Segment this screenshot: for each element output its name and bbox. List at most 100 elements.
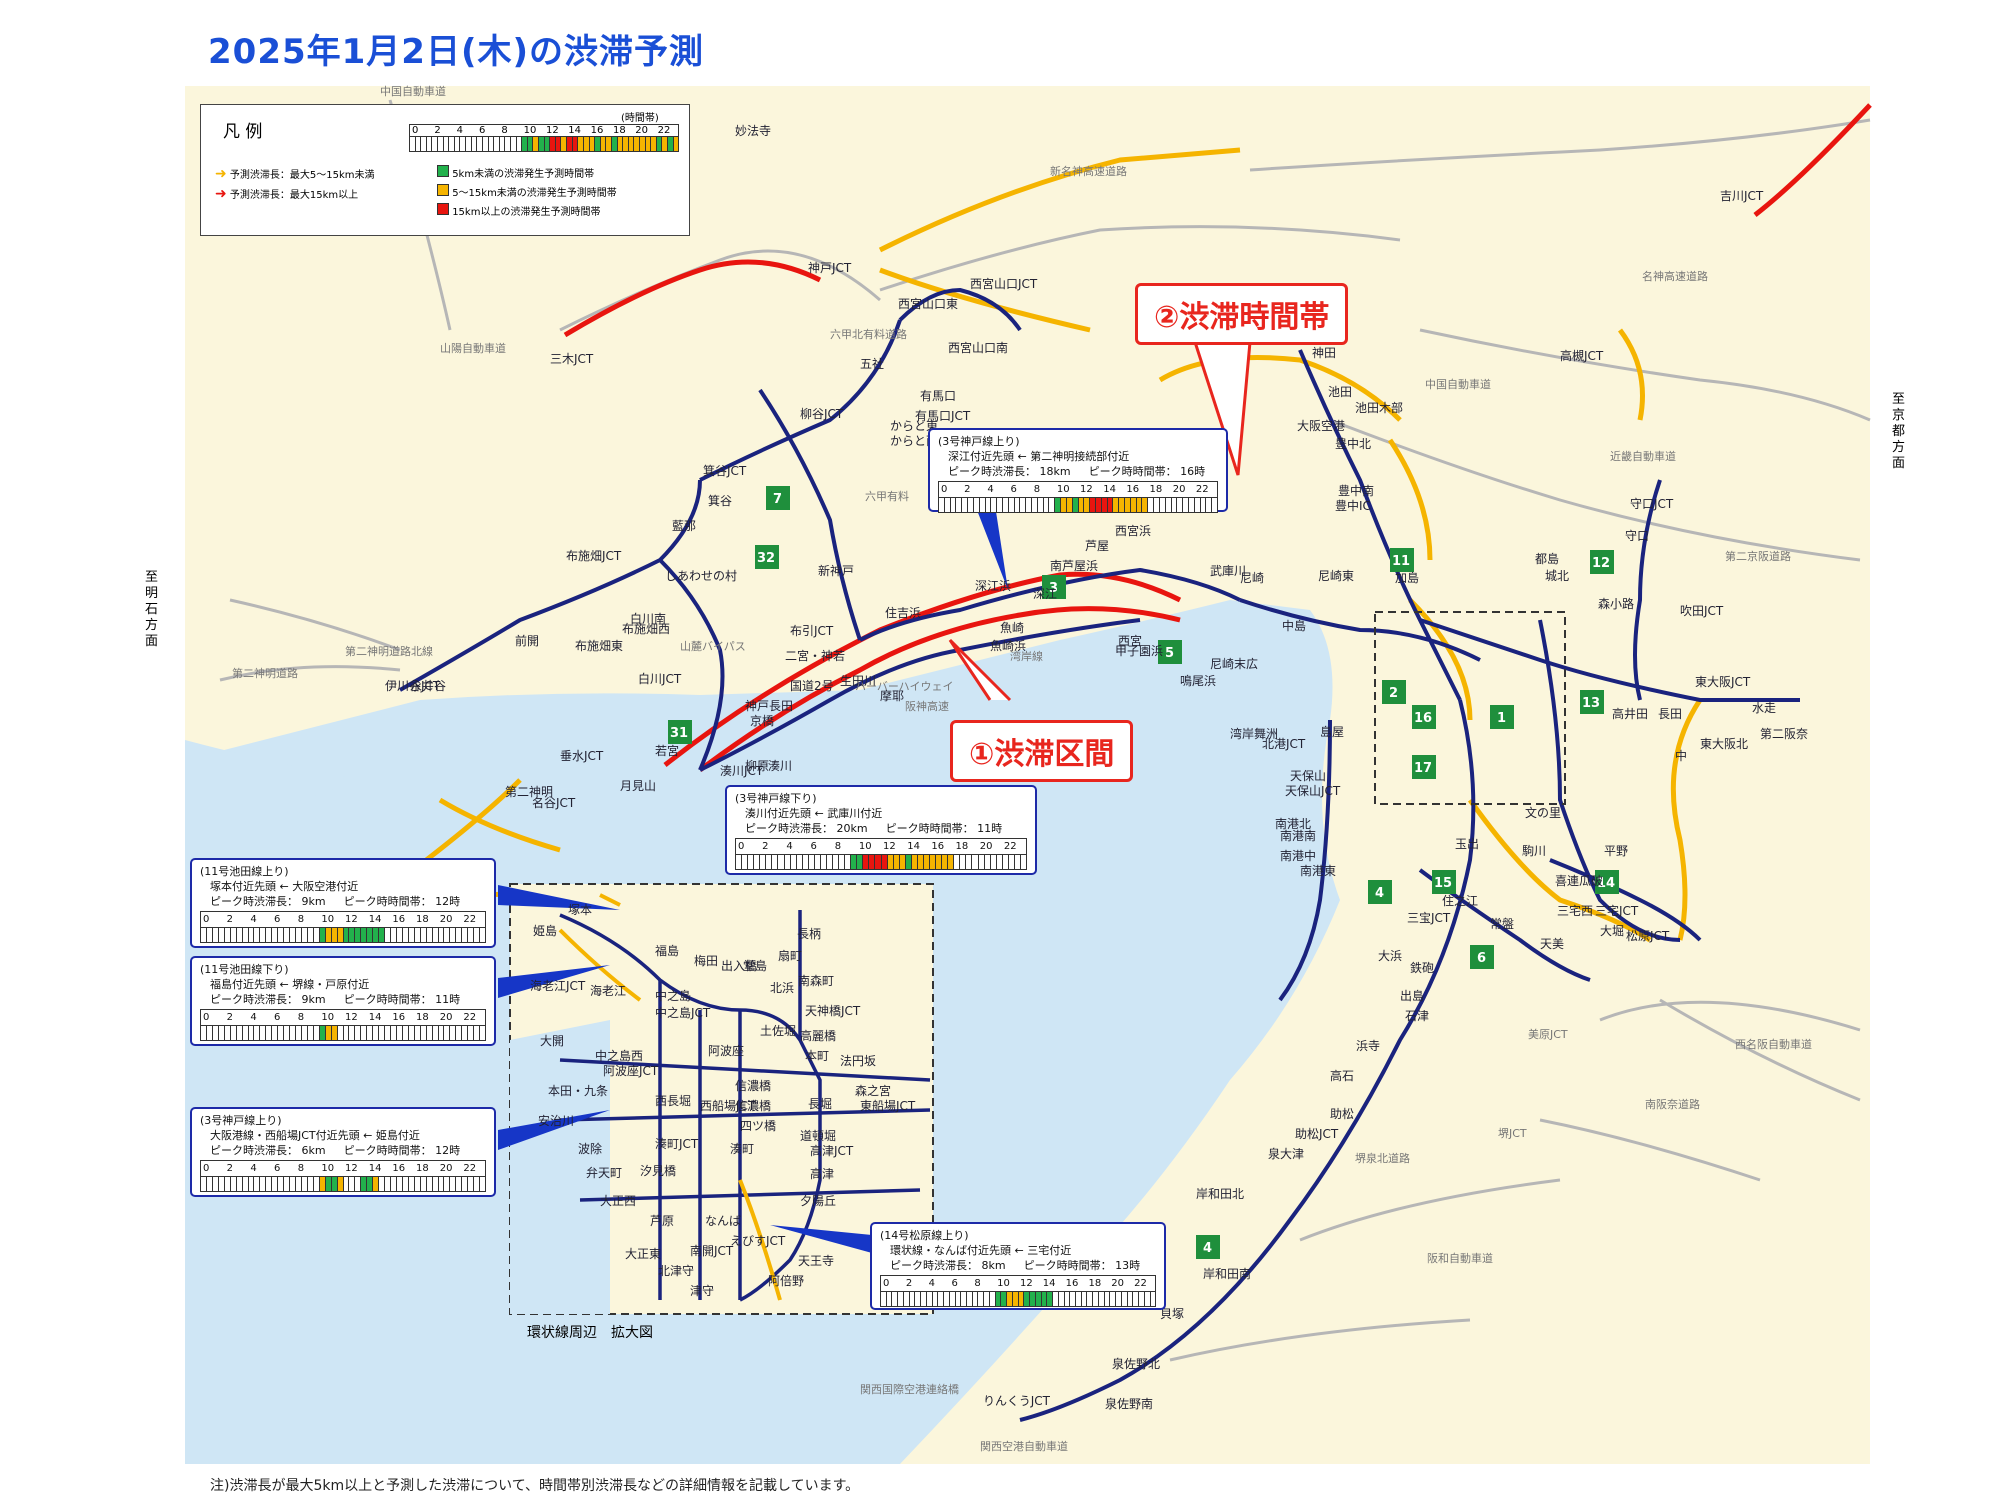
time-cell	[300, 1177, 307, 1191]
box-title: (11号池田線下り)	[200, 963, 289, 976]
time-cell	[672, 137, 679, 151]
hour-label: 16	[1126, 484, 1140, 495]
road-label: 美原JCT	[1528, 1028, 1568, 1041]
time-cell	[526, 137, 533, 151]
time-cell	[1132, 1292, 1139, 1306]
hour-label: 2	[434, 125, 441, 136]
time-cell	[995, 855, 1002, 869]
place-label: 布引JCT	[790, 624, 834, 638]
time-cell	[229, 1177, 236, 1191]
road-label: 山麓バイパス	[680, 640, 746, 653]
time-cell	[1109, 1292, 1116, 1306]
time-cell	[467, 1177, 474, 1191]
time-cell	[736, 855, 742, 869]
time-cell	[1143, 1292, 1150, 1306]
time-cell	[1046, 1292, 1053, 1306]
time-cell	[384, 1177, 390, 1191]
place-label: 二宮・神若	[785, 648, 845, 663]
place-label: 神戸長田	[745, 699, 793, 713]
place-label: 大浜	[1378, 949, 1402, 963]
time-cell	[1211, 498, 1217, 512]
time-cell	[1063, 1292, 1070, 1306]
time-cell	[807, 855, 814, 869]
time-cell	[271, 1177, 278, 1191]
place-label: 吹田JCT	[1680, 604, 1724, 618]
road-label: 中国自動車道	[380, 84, 446, 98]
time-cell	[633, 137, 639, 151]
time-cell	[366, 928, 373, 942]
svg-text:4: 4	[1375, 886, 1384, 901]
hour-label: 22	[1195, 484, 1209, 495]
time-cell	[1034, 1292, 1041, 1306]
time-cell	[594, 137, 600, 151]
time-cell	[217, 928, 224, 942]
hour-label: 20	[635, 125, 649, 136]
box-peak-time: ピーク時時間帯： 12時	[343, 1144, 461, 1157]
time-cell	[1007, 855, 1014, 869]
time-cell	[473, 928, 480, 942]
time-cell	[289, 928, 295, 942]
time-cell	[253, 1026, 260, 1040]
time-cell	[1011, 1292, 1018, 1306]
time-cell	[650, 137, 656, 151]
footnote: 注)渋滞長が最大5km以上と予測した渋滞について、時間帯別渋滞長などの詳細情報を…	[210, 1478, 860, 1494]
time-cell	[566, 137, 572, 151]
place-labels: 神田池田池田木部大阪空港豊中北豊中南豊中IC加島守口JCT守口都島城北森小路東大…	[385, 124, 1808, 1411]
hour-label: 2	[905, 1278, 913, 1289]
time-cell	[880, 855, 887, 869]
time-cell	[1092, 1292, 1098, 1306]
place-label: からと西	[890, 434, 938, 448]
hour-label: 8	[297, 1012, 305, 1023]
place-label: 豊中IC	[1335, 498, 1371, 513]
time-cell	[1103, 1292, 1110, 1306]
hour-label: 20	[979, 841, 993, 852]
place-label: 西宮山口南	[948, 340, 1008, 355]
inset-place-label: 南開JCT	[690, 1243, 734, 1258]
place-label: 大堀	[1600, 923, 1624, 938]
time-cell	[1170, 498, 1177, 512]
time-cell	[560, 137, 567, 151]
callout-section: ①渋滞区間	[950, 720, 1134, 782]
time-cell	[935, 855, 942, 869]
place-label: 名谷JCT	[532, 795, 576, 810]
place-label: 布施畑東	[575, 639, 623, 653]
hour-label: 22	[463, 914, 477, 925]
time-cell	[318, 928, 325, 942]
inset-place-label: なんば	[705, 1214, 741, 1228]
time-cell	[455, 1026, 462, 1040]
time-cell	[1124, 498, 1130, 512]
place-label: 泉佐野北	[1112, 1357, 1160, 1371]
place-label: しあわせの村	[665, 569, 737, 583]
info-box-kobe-up: (3号神戸線上り)深江付近先頭 ← 第二神明接続部付近ピーク時渋滞長： 18km…	[928, 428, 1228, 513]
time-cell	[765, 855, 772, 869]
place-label: 箕谷	[708, 494, 732, 508]
place-label: 天美	[1540, 937, 1564, 951]
place-label: 生田川	[840, 674, 876, 688]
road-label: 第二神明道路北線	[345, 644, 433, 658]
time-cell	[910, 855, 917, 869]
time-cell	[1074, 1292, 1081, 1306]
road-label: 西名阪自動車道	[1735, 1037, 1812, 1051]
time-cell	[856, 855, 863, 869]
inset-place-label: 長柄	[797, 927, 821, 941]
place-label: 有馬口	[920, 389, 956, 403]
place-label: 北港JCT	[1262, 737, 1306, 751]
place-label: 白川南	[630, 611, 666, 626]
inset-place-label: 塚本	[568, 903, 592, 917]
box-description: 深江付近先頭 ← 第二神明接続部付近	[948, 450, 1130, 463]
road-label: 山陽自動車道	[440, 341, 506, 355]
time-cell	[479, 928, 485, 942]
hour-label: 6	[951, 1278, 958, 1289]
legend-swatch-red: 15km以上の渋滞発生予測時間帯	[437, 203, 617, 222]
time-cell	[414, 137, 421, 151]
box-title: (11号池田線上り)	[200, 865, 289, 878]
place-label: 新神戸	[818, 563, 854, 578]
time-cell	[425, 1026, 432, 1040]
time-cell	[378, 1026, 385, 1040]
hour-label: 14	[368, 914, 382, 925]
time-cell	[318, 1177, 325, 1191]
